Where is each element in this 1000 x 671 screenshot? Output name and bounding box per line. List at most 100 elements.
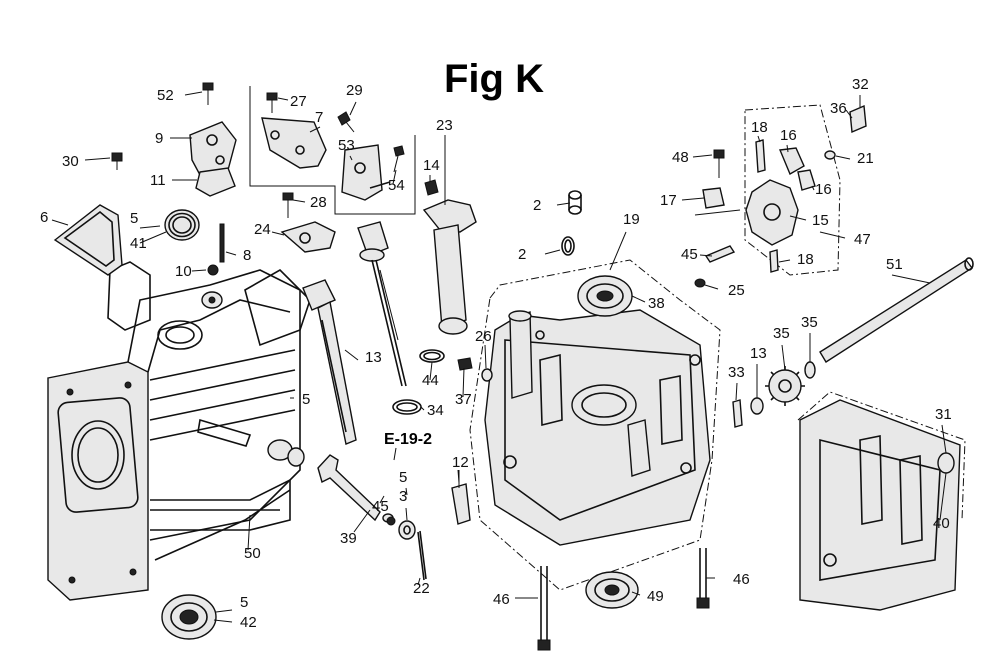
reference-label: E-19-2 (384, 431, 432, 448)
leader-line (462, 367, 465, 398)
leader-line (704, 284, 719, 290)
oil-filler-tube-14 (422, 179, 477, 335)
governor-group-15 (694, 104, 867, 288)
leader-line (392, 169, 397, 185)
leader-line (609, 231, 627, 271)
bearing-38 (577, 275, 633, 317)
leader-line (786, 144, 789, 153)
leader-line (247, 514, 251, 551)
leader-line (692, 154, 713, 158)
callout-54: 54 (388, 177, 405, 194)
leader-line (457, 469, 460, 484)
callout-23: 23 (436, 117, 453, 134)
small-bolts (111, 82, 725, 276)
bracket-group-7 (249, 86, 416, 215)
leader-line (139, 225, 161, 229)
leader-line (891, 274, 931, 284)
callout-3: 3 (399, 488, 407, 505)
callout-53: 53 (338, 137, 355, 154)
crankcase-right (797, 391, 966, 611)
callout-37: 37 (455, 391, 472, 408)
callout-38: 38 (648, 295, 665, 312)
washer-40-pin-46 (386, 516, 427, 581)
callout-18: 18 (797, 251, 814, 268)
dipstick-tube-13 (280, 221, 357, 445)
callout-36: 36 (830, 100, 847, 117)
leader-line (556, 202, 571, 206)
callout-52: 52 (157, 87, 174, 104)
figure-title: Fig K (444, 57, 544, 101)
leader-line (939, 472, 947, 521)
leader-line (681, 197, 705, 201)
leader-line (51, 219, 69, 226)
plate-9-and-bracket-11 (189, 121, 237, 197)
callout-46: 46 (733, 571, 750, 588)
callout-31: 31 (935, 406, 952, 423)
callout-35: 35 (801, 314, 818, 331)
leader-line (699, 254, 713, 257)
leader-line (484, 344, 487, 369)
callout-5: 5 (240, 594, 248, 611)
leader-line (191, 269, 207, 272)
callout-5: 5 (302, 391, 310, 408)
callout-25: 25 (728, 282, 745, 299)
crank-pin-12 (451, 470, 471, 525)
callout-51: 51 (886, 256, 903, 273)
bearing-42 (585, 571, 639, 609)
callout-14: 14 (423, 157, 440, 174)
callout-17: 17 (660, 192, 677, 209)
callout-42: 42 (240, 614, 257, 631)
leader-line (84, 157, 111, 161)
leader-line (429, 361, 433, 381)
leader-line (544, 249, 561, 255)
callout-24: 24 (254, 221, 271, 238)
callout-45: 45 (372, 498, 389, 515)
callout-21: 21 (857, 150, 874, 167)
callout-39: 39 (340, 530, 357, 547)
leader-line (631, 591, 641, 596)
leader-line (277, 97, 289, 101)
callout-9: 9 (155, 130, 163, 147)
callout-16: 16 (815, 181, 832, 198)
callout-26: 26 (475, 328, 492, 345)
callout-50: 50 (244, 545, 261, 562)
callout-5: 5 (399, 469, 407, 486)
leader-line (353, 509, 371, 533)
leader-line (819, 231, 846, 239)
callout-28: 28 (310, 194, 327, 211)
callout-10: 10 (175, 263, 192, 280)
callout-13: 13 (365, 349, 382, 366)
oil-seal-50 (161, 594, 217, 640)
leader-lines (51, 91, 947, 623)
callout-30: 30 (62, 153, 79, 170)
leader-line (271, 231, 285, 236)
leader-line (344, 349, 359, 361)
cam-gear-26 (765, 366, 805, 406)
callout-19: 19 (623, 211, 640, 228)
leader-line (213, 619, 233, 623)
breather-cover (53, 204, 123, 276)
callout-47: 47 (854, 231, 871, 248)
callout-32: 32 (852, 76, 869, 93)
callout-35: 35 (773, 325, 790, 342)
callout-45: 45 (681, 246, 698, 263)
callout-41: 41 (130, 235, 147, 252)
leader-line (139, 231, 167, 244)
callout-29: 29 (346, 82, 363, 99)
leader-line (405, 487, 408, 496)
callout-2: 2 (533, 197, 541, 214)
leader-line (941, 424, 947, 454)
leader-line (292, 199, 306, 203)
callout-27: 27 (290, 93, 307, 110)
leader-line (405, 507, 408, 521)
leader-line (845, 109, 853, 119)
leader-line (379, 495, 385, 504)
cylinder-block (47, 261, 311, 601)
dipstick-51 (357, 221, 407, 387)
leader-line (789, 215, 807, 221)
leader-line (349, 155, 353, 161)
callout-44: 44 (422, 372, 439, 389)
